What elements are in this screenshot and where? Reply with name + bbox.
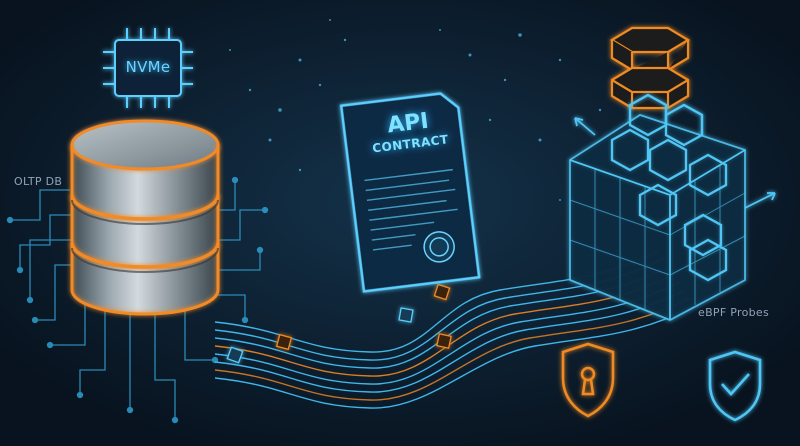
database-label: OLTP DB: [14, 175, 63, 188]
database-cylinder-icon: [70, 119, 220, 316]
left-circuit-traces: [6, 176, 269, 424]
seal-badge-icon: [423, 231, 455, 263]
api-contract-document-icon: [339, 92, 481, 293]
nvme-chip-icon: [103, 28, 193, 108]
stacked-blocks-icon: [609, 26, 691, 110]
particle-dots: [229, 19, 602, 201]
shield-lock-icon: [561, 342, 615, 418]
hexagonal-cube-icon: [569, 93, 776, 321]
ebpf-probes-label: eBPF Probes: [698, 306, 770, 319]
nvme-chip-label: NVMe: [125, 58, 171, 76]
shield-check-icon: [708, 350, 762, 422]
data-cubes: [226, 283, 452, 364]
